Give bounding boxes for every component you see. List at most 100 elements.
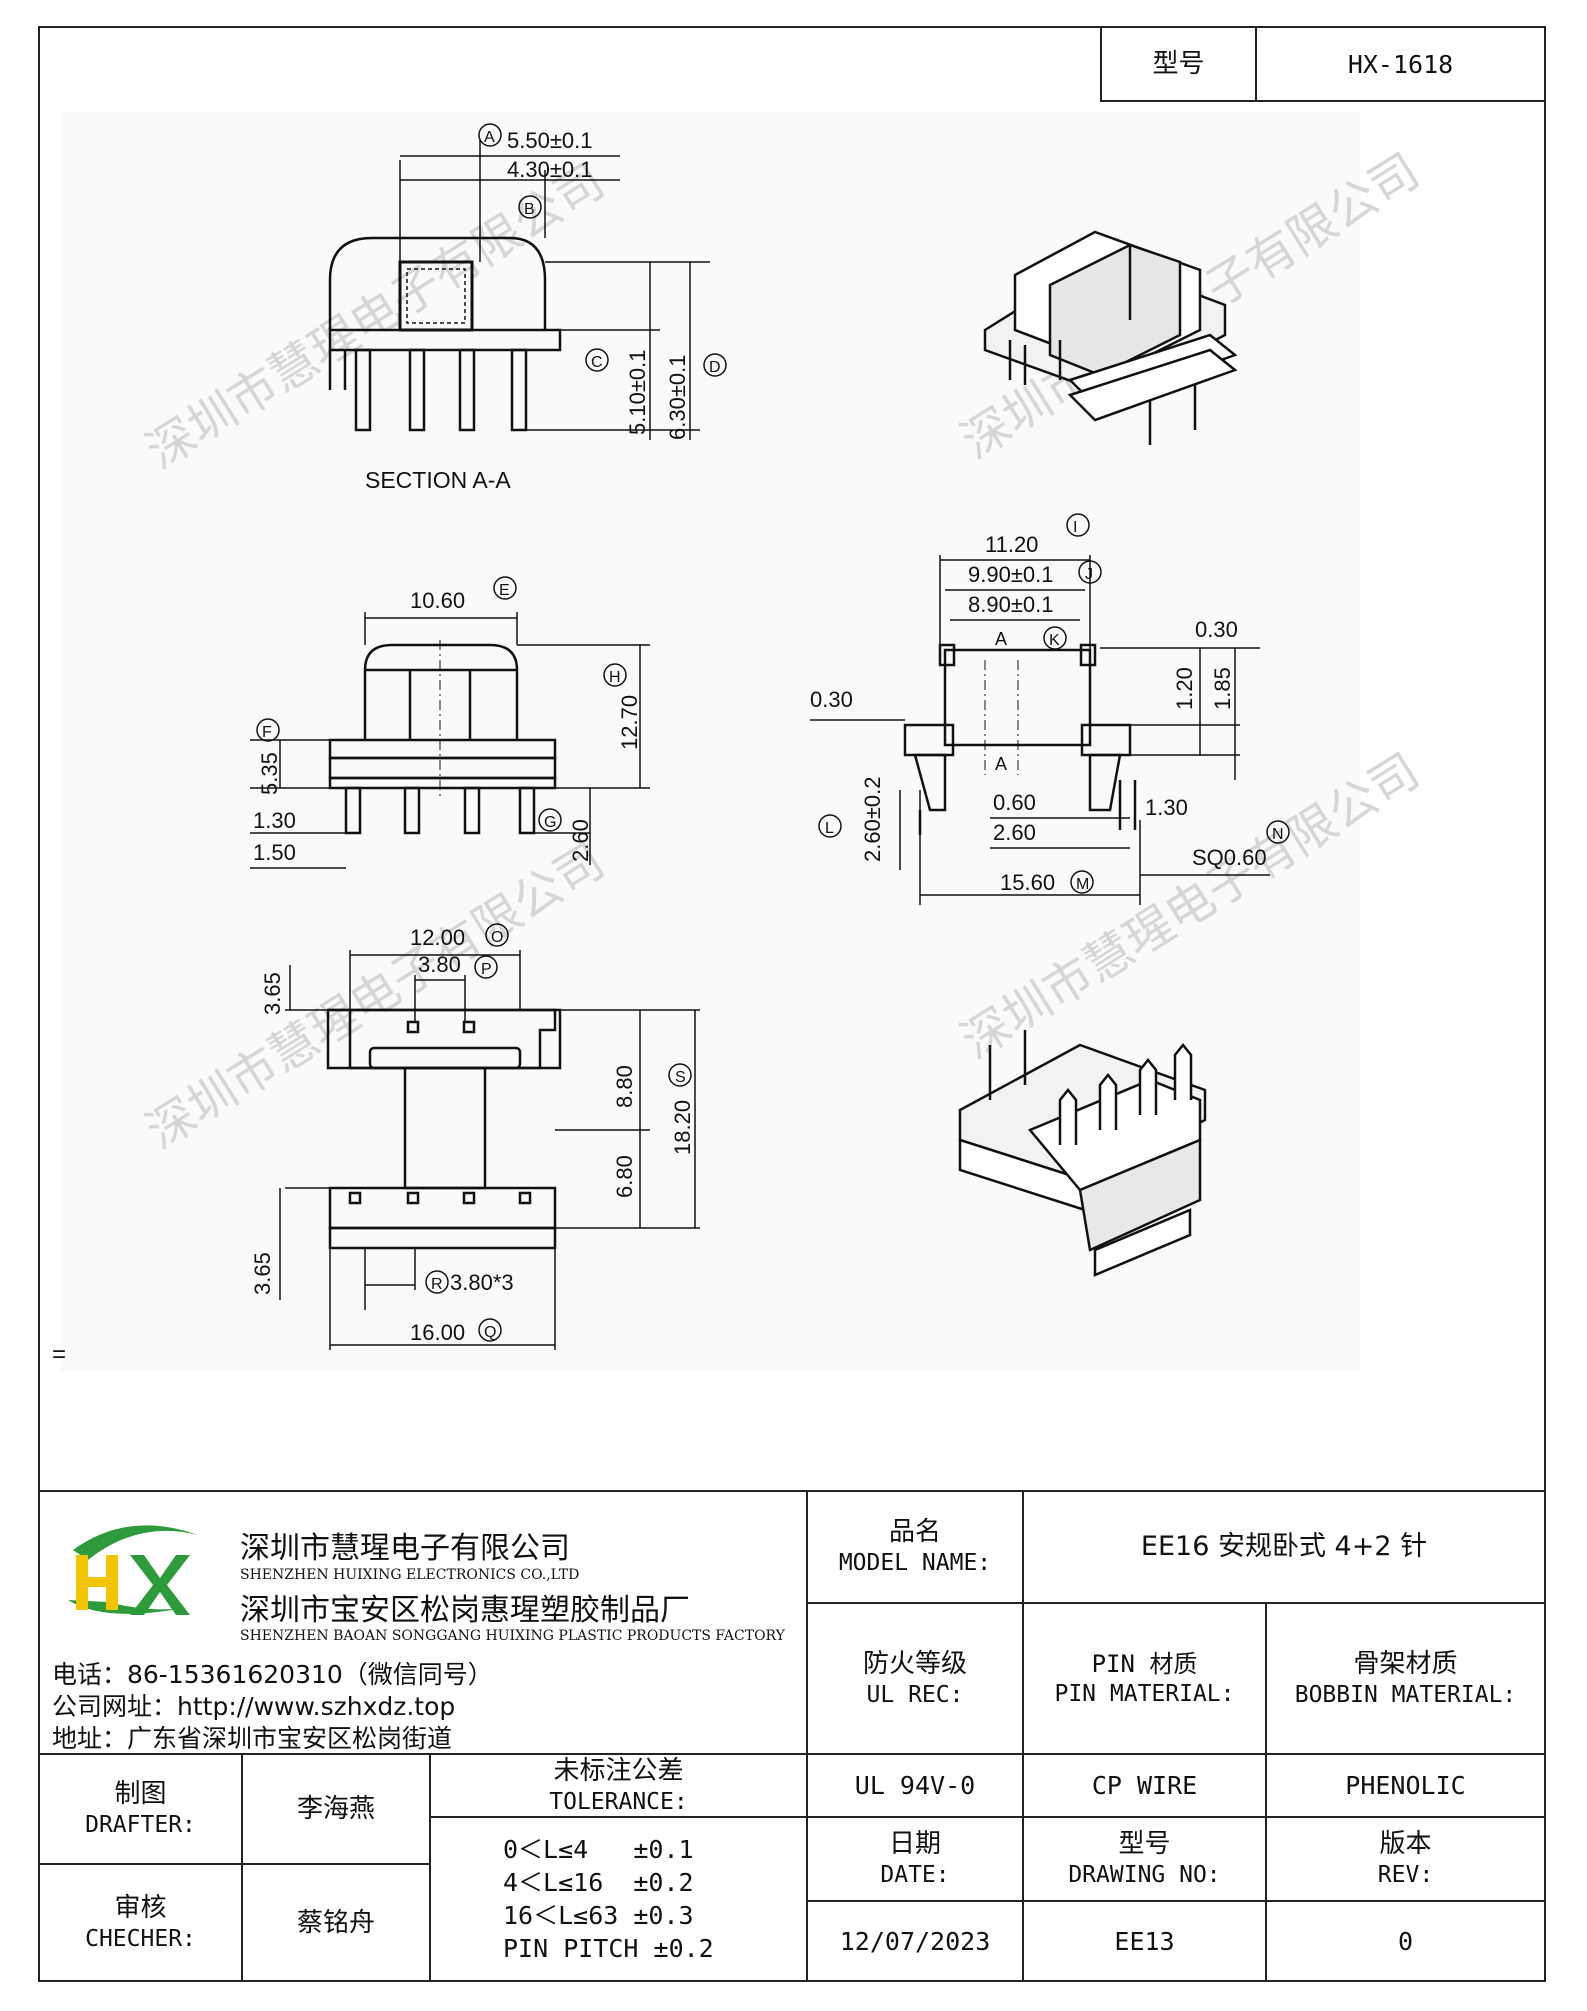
svg-text:S: S	[675, 1069, 686, 1086]
svg-text:N: N	[1272, 826, 1284, 843]
svg-text:K: K	[1049, 632, 1060, 649]
section-a-a-labels: SECTION A-A A 5.50±0.1 4.30±0.1 B C D 5.…	[365, 123, 727, 493]
model-name-label: 品名 MODEL NAME:	[806, 1490, 1024, 1604]
drawing-no-value: EE13	[1022, 1900, 1267, 1982]
isometric-view-bottom	[958, 1030, 1207, 1277]
dim-F: 5.35	[257, 752, 282, 795]
svg-text:B: B	[524, 201, 535, 218]
tolerance-row: 16＜L≤63 ±0.3	[503, 1901, 694, 1930]
section-label: SECTION A-A	[365, 467, 511, 493]
company-phone: 电话：86-15361620310（微信同号）	[52, 1660, 493, 1689]
dim-B: 4.30±0.1	[507, 157, 592, 182]
front-view-labels: 10.60 E H 12.70 F 5.35 1.30 1.50 G 2.60	[253, 576, 642, 865]
dim-side-3: 1.20	[1172, 667, 1197, 710]
section-marker-a: A	[995, 629, 1007, 649]
factory-name-cn: 深圳市宝安区松岗惠瑆塑胶制品厂	[240, 1593, 690, 1628]
tolerance-row: 4＜L≤16 ±0.2	[503, 1868, 694, 1897]
watermark-text: 深圳市慧瑆电子有限公司	[137, 153, 614, 480]
tolerance-row: 0＜L≤4 ±0.1	[503, 1835, 694, 1864]
dim-S: 18.20	[670, 1100, 695, 1155]
front-view	[250, 612, 650, 869]
tolerance-header: 未标注公差 TOLERANCE:	[429, 1753, 808, 1818]
factory-name-en: SHENZHEN BAOAN SONGGANG HUIXING PLASTIC …	[240, 1628, 785, 1644]
svg-text:O: O	[491, 929, 503, 946]
svg-text:Q: Q	[484, 1324, 496, 1341]
model-name-value: EE16 安规卧式 4+2 针	[1022, 1490, 1546, 1604]
dim-N: SQ0.60	[1192, 845, 1267, 870]
svg-text:F: F	[262, 724, 272, 741]
company-name-en: SHENZHEN HUIXING ELECTRONICS CO.,LTD	[240, 1567, 580, 1583]
tolerance-table: 0＜L≤4 ±0.1 4＜L≤16 ±0.2 16＜L≤63 ±0.3 PIN …	[429, 1816, 808, 1982]
svg-text:P: P	[481, 961, 492, 978]
svg-text:A: A	[484, 129, 495, 146]
dim-H: 12.70	[617, 695, 642, 750]
pin-material-label: PIN 材质 PIN MATERIAL:	[1022, 1602, 1267, 1755]
rev-label: 版本 REV:	[1265, 1816, 1546, 1902]
technical-drawing: 深圳市慧瑆电子有限公司 深圳市慧瑆电子有限公司 深圳市慧瑆电子有限公司 深圳市慧…	[52, 123, 1429, 1368]
dim-b2: 6.80	[612, 1155, 637, 1198]
dim-D: 6.30±0.1	[665, 355, 690, 440]
dim-G: 2.60	[568, 819, 593, 862]
dim-front-2: 1.50	[253, 840, 296, 865]
company-address: 地址：广东省深圳市宝安区松岗街道	[52, 1724, 453, 1753]
dim-b1: 8.80	[612, 1065, 637, 1108]
dim-side-7: 1.30	[1145, 795, 1188, 820]
svg-text:I: I	[1073, 519, 1077, 536]
pin-material-value: CP WIRE	[1022, 1753, 1267, 1818]
dim-J: 9.90±0.1	[968, 562, 1053, 587]
dim-I: 11.20	[985, 532, 1038, 557]
ul-rec-value: UL 94V-0	[806, 1753, 1024, 1818]
svg-text:H: H	[609, 669, 621, 686]
section-a-a-view	[328, 140, 710, 440]
company-logo	[68, 1525, 198, 1615]
header-model-value: HX-1618	[1255, 26, 1546, 102]
watermark-text: 深圳市慧瑆电子有限公司	[137, 833, 614, 1160]
dim-b4: 3.65	[250, 1252, 275, 1295]
dim-side-2: 0.30	[810, 687, 853, 712]
bobbin-material-label: 骨架材质 BOBBIN MATERIAL:	[1265, 1602, 1546, 1755]
dim-O: 12.00	[410, 925, 465, 950]
stray-mark: =	[52, 1341, 66, 1368]
drafter-name: 李海燕	[241, 1753, 431, 1865]
side-view	[810, 555, 1270, 905]
section-marker-a: A	[995, 754, 1007, 774]
dim-side-1: 0.30	[1195, 617, 1238, 642]
dim-E: 10.60	[410, 588, 465, 613]
dim-A: 5.50±0.1	[507, 128, 592, 153]
dim-b3: 3.65	[260, 972, 285, 1015]
dim-M: 15.60	[1000, 870, 1055, 895]
company-name-cn: 深圳市慧瑆电子有限公司	[240, 1531, 570, 1566]
dim-R: 3.80*3	[450, 1270, 514, 1295]
date-value: 12/07/2023	[806, 1900, 1024, 1982]
svg-text:D: D	[709, 359, 721, 376]
drawing-no-label: 型号 DRAWING NO:	[1022, 1816, 1267, 1902]
dim-L: 2.60±0.2	[860, 777, 885, 862]
bottom-view	[279, 950, 700, 1350]
dim-side-6: 2.60	[993, 820, 1036, 845]
bobbin-material-value: PHENOLIC	[1265, 1753, 1546, 1818]
company-website: 公司网址：http://www.szhxdz.top	[52, 1692, 456, 1721]
svg-text:J: J	[1085, 566, 1093, 583]
bottom-view-labels: 12.00 O 3.80 P 3.65 8.80 6.80 S 18.20 3.…	[250, 923, 695, 1345]
dim-P: 3.80	[418, 952, 461, 977]
dim-side-4: 1.85	[1210, 667, 1235, 710]
svg-text:M: M	[1076, 876, 1089, 893]
svg-text:R: R	[431, 1276, 443, 1293]
dim-front-1: 1.30	[253, 808, 296, 833]
checker-label: 审核 CHECHER:	[38, 1863, 243, 1982]
ul-rec-label: 防火等级 UL REC:	[806, 1602, 1024, 1755]
svg-text:G: G	[544, 814, 556, 831]
dim-C: 5.10±0.1	[625, 350, 650, 435]
dim-side-5: 0.60	[993, 790, 1036, 815]
svg-text:C: C	[591, 354, 603, 371]
dim-K: 8.90±0.1	[968, 592, 1053, 617]
dim-Q: 16.00	[410, 1320, 465, 1345]
tolerance-row: PIN PITCH ±0.2	[503, 1934, 714, 1963]
isometric-view-top	[983, 230, 1238, 445]
checker-name: 蔡铭舟	[241, 1863, 431, 1982]
drafter-label: 制图 DRAFTER:	[38, 1753, 243, 1865]
rev-value: 0	[1265, 1900, 1546, 1982]
side-view-labels: 11.20 I 9.90±0.1 J 8.90±0.1 K A A 0.30 0…	[810, 513, 1290, 895]
svg-text:E: E	[499, 582, 510, 599]
date-label: 日期 DATE:	[806, 1816, 1024, 1902]
